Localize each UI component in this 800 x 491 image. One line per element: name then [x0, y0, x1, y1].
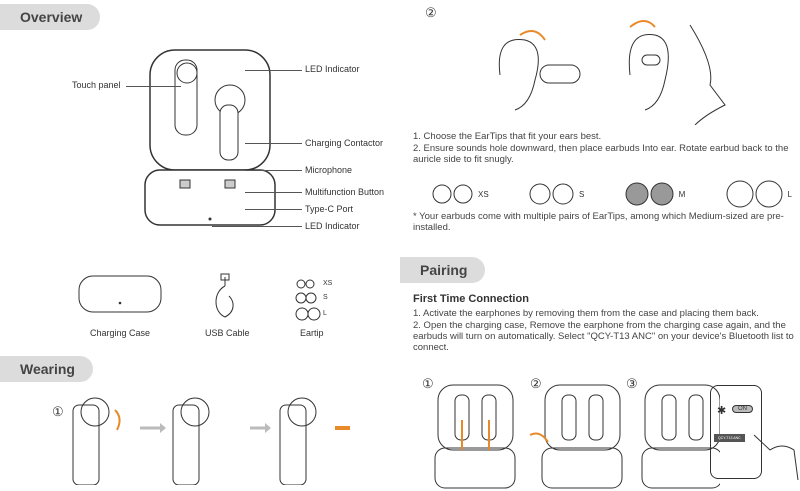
eartip-note: * Your earbuds come with multiple pairs …	[413, 211, 784, 233]
step-number: ①	[422, 376, 434, 391]
section-overview: Overview	[0, 4, 101, 30]
eartips-icon	[295, 279, 321, 321]
label-typec-port: Type-C Port	[305, 204, 354, 214]
step-number: ②	[425, 5, 437, 20]
device-list-item: QCY-T13 ANC	[714, 434, 745, 442]
eartip-sizes-row: XS S M L	[432, 180, 792, 208]
eartip-size-label: L	[787, 189, 792, 199]
fitting-instruction: 1. Choose the EarTips that fit your ears…	[413, 131, 602, 142]
label-charging-case: Charging Case	[90, 328, 151, 338]
eartip-size-xs: XS	[323, 280, 333, 287]
label-multifunction-button: Multifunction Button	[305, 187, 385, 197]
eartip-size-s: S	[323, 294, 328, 301]
step-number: ②	[530, 376, 542, 391]
pairing-step: 1. Activate the earphones by removing th…	[413, 308, 759, 319]
bluetooth-icon: ✱	[717, 405, 727, 417]
label-led-bottom: LED Indicator	[305, 221, 360, 231]
eartip-icon	[432, 184, 473, 204]
pairing-cases-illustration	[434, 384, 720, 489]
eartip-size-xs: XS	[432, 180, 489, 208]
label-usb-cable: USB Cable	[205, 328, 250, 338]
pairing-step: 2. Open the charging case, Remove the ea…	[413, 320, 794, 353]
bluetooth-toggle: ON	[732, 405, 753, 413]
eartip-size-l: L	[323, 310, 327, 317]
eartip-size-label: M	[678, 189, 686, 199]
step-number: ③	[626, 376, 638, 391]
eartip-size-m: M	[625, 180, 686, 208]
eartip-size-s: S	[529, 180, 584, 208]
eartip-icon	[726, 180, 783, 208]
eartip-size-l: L	[726, 180, 792, 208]
section-wearing: Wearing	[0, 356, 93, 382]
label-led-top: LED Indicator	[305, 64, 360, 74]
section-pairing: Pairing	[400, 257, 486, 283]
eartip-size-label: S	[578, 189, 585, 199]
eartip-icon	[529, 183, 574, 205]
phone-illustration: ✱ ON QCY-T13 ANC	[710, 385, 762, 479]
eartip-icon	[625, 182, 674, 206]
earbuds-case-illustration	[144, 49, 276, 226]
hand-icon	[753, 434, 799, 481]
ear-fitting-illustration	[498, 20, 726, 125]
subtitle-first-time-connection: First Time Connection	[413, 293, 529, 305]
charging-case-icon	[78, 275, 162, 313]
label-eartip: Eartip	[300, 328, 324, 338]
fitting-instruction: 2. Ensure sounds hole downward, then pla…	[413, 143, 789, 165]
wearing-steps-illustration	[72, 397, 350, 485]
usb-cable-icon	[215, 273, 234, 318]
label-touch-panel: Touch panel	[72, 80, 121, 90]
label-microphone: Microphone	[305, 165, 353, 175]
eartip-size-label: XS	[478, 189, 489, 199]
label-charging-contactor: Charging Contactor	[305, 138, 384, 148]
step-number: ①	[52, 404, 64, 419]
